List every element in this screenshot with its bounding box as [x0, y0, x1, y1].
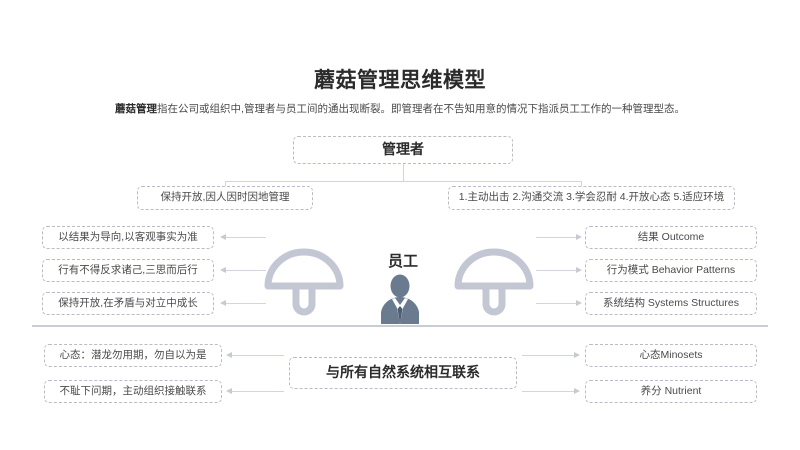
mushroom-left-icon — [264, 248, 344, 316]
right-arrow-2 — [576, 266, 582, 273]
manager-right-note-box[interactable]: 1.主动出击 2.沟通交流 3.学会忍耐 4.开放心态 5.适应环境 — [448, 186, 735, 210]
right-item-3[interactable]: 系统结构 Systems Structures — [585, 292, 757, 315]
right-connector-3 — [536, 303, 576, 304]
bottom-left-connector-2 — [232, 391, 284, 392]
bottom-left-connector-1 — [232, 355, 284, 356]
left-arrow-3 — [220, 299, 226, 306]
section-divider — [32, 325, 768, 327]
left-arrow-2 — [220, 266, 226, 273]
bottom-right-item-2[interactable]: 养分 Nutrient — [585, 380, 757, 403]
left-arrow-1 — [220, 233, 226, 240]
employee-label: 员工 — [387, 253, 418, 270]
subtitle-lead: 蘑菇管理 — [115, 103, 158, 115]
bottom-right-connector-2 — [522, 391, 574, 392]
right-item-1[interactable]: 结果 Outcome — [585, 226, 757, 249]
bottom-center-box[interactable]: 与所有自然系统相互联系 — [289, 357, 517, 389]
left-connector-3 — [226, 303, 266, 304]
right-arrow-1 — [576, 233, 582, 240]
page-subtitle: 蘑菇管理指在公司或组织中,管理者与员工间的通出现断裂。即管理者在不告知用意的情况… — [0, 101, 800, 116]
mushroom-right-icon — [454, 248, 534, 316]
subtitle-rest: 指在公司或组织中,管理者与员工间的通出现断裂。即管理者在不告知用意的情况下指派员… — [157, 103, 685, 115]
left-item-1[interactable]: 以结果为导向,以客观事实为准 — [42, 226, 214, 249]
page-title: 蘑菇管理思维模型 — [314, 69, 486, 92]
bottom-left-item-1[interactable]: 心态：潜龙勿用期，勿自以为是 — [44, 344, 222, 367]
businessman-icon — [381, 274, 419, 324]
right-item-2[interactable]: 行为模式 Behavior Patterns — [585, 259, 757, 282]
manager-connector-horizontal — [225, 181, 581, 182]
right-connector-2 — [536, 270, 576, 271]
bottom-left-item-2[interactable]: 不耻下问期，主动组织接触联系 — [44, 380, 222, 403]
bottom-left-arrow-2 — [226, 387, 232, 394]
bottom-right-item-1[interactable]: 心态Minosets — [585, 344, 757, 367]
manager-connector-vertical — [403, 164, 404, 181]
left-connector-1 — [226, 237, 266, 238]
manager-left-note-box[interactable]: 保持开放,因人因时因地管理 — [137, 186, 313, 210]
left-item-2[interactable]: 行有不得反求诸己,三思而后行 — [42, 259, 214, 282]
left-connector-2 — [226, 270, 266, 271]
bottom-right-connector-1 — [522, 355, 574, 356]
bottom-right-arrow-1 — [574, 351, 580, 358]
manager-box[interactable]: 管理者 — [293, 136, 513, 164]
bottom-right-arrow-2 — [574, 387, 580, 394]
bottom-left-arrow-1 — [226, 351, 232, 358]
left-item-3[interactable]: 保持开放,在矛盾与对立中成长 — [42, 292, 214, 315]
right-connector-1 — [536, 237, 576, 238]
right-arrow-3 — [576, 299, 582, 306]
